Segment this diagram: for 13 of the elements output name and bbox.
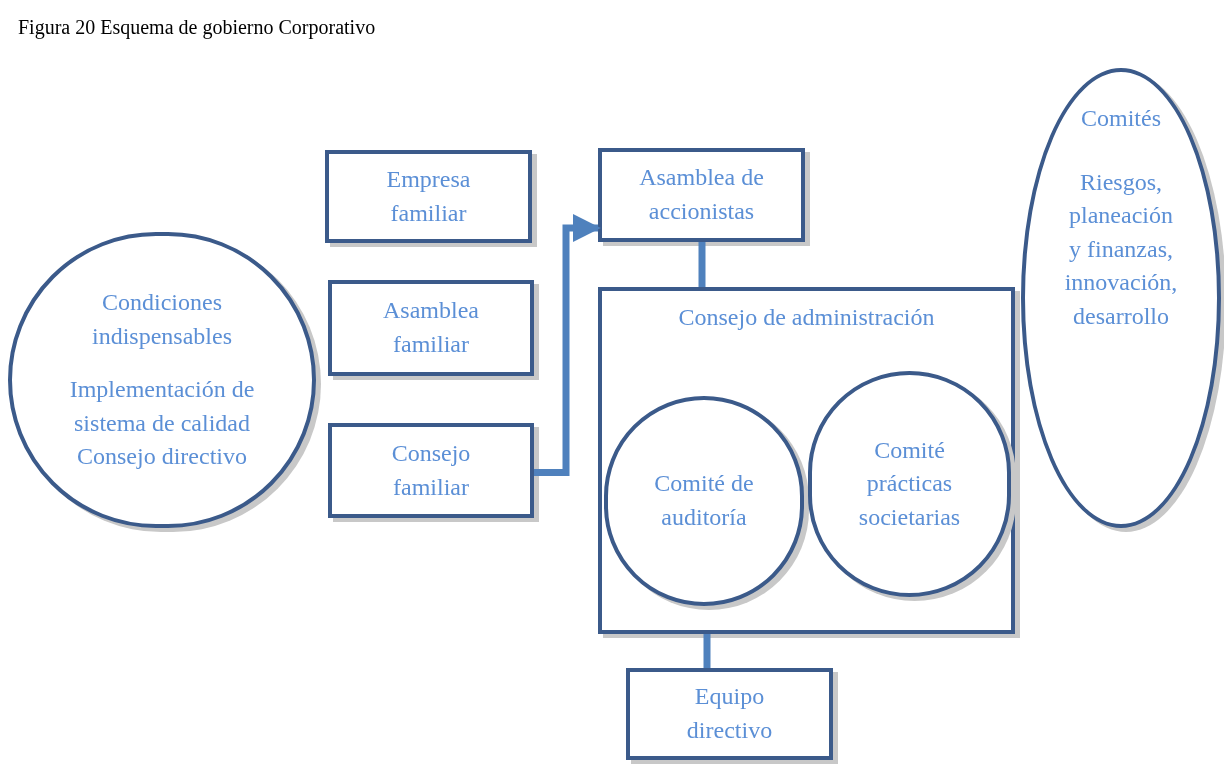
node-label: Comités xyxy=(1081,104,1161,133)
node-label: Asamblea de accionistas xyxy=(638,163,765,226)
node-label: Comité prácticas societarias xyxy=(857,435,962,532)
node-label: Consejo familiar xyxy=(390,438,472,502)
node-label: Condiciones indispensables xyxy=(91,288,233,351)
node-label: Riesgos, planeación y finanzas, innovación, desarrollo xyxy=(1063,167,1179,331)
node-label: Empresa familiar xyxy=(385,164,472,228)
node-label: Asamblea familiar xyxy=(382,296,480,359)
figure-title: Figura 20 Esquema de gobierno Corporativo xyxy=(18,15,376,41)
node-label: Implementación de sistema de calidad Consejo directivo xyxy=(68,375,256,472)
node-label: Equipo directivo xyxy=(685,682,774,745)
node-label: Comité de auditoría xyxy=(653,469,755,532)
node-label: Consejo de administración xyxy=(678,303,935,332)
